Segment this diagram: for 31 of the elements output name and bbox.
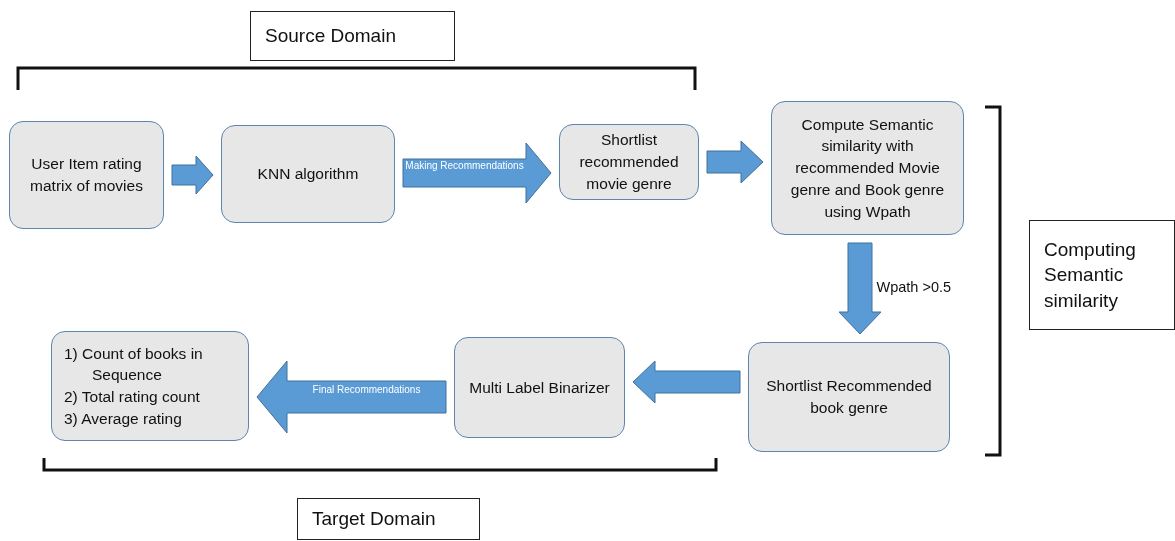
label-box [250,11,455,61]
list-item: 2) Total rating count [64,387,200,407]
label-box [297,498,480,540]
node-text: Source Domain [265,24,396,49]
process-box [51,331,249,441]
block-arrow [171,155,214,195]
block-arrow [706,140,764,184]
node-text: Shortlist Recommended book genre [765,376,933,418]
node-text: User Item rating matrix of movies [29,154,144,196]
node-text: Multi Label Binarizer [469,377,610,398]
block-arrow [838,242,882,335]
process-box [771,101,964,235]
label-box [1029,220,1175,330]
block-arrow [256,360,447,434]
node-text: Target Domain [312,507,436,532]
node-text: KNN algorithm [257,164,359,185]
node-text: Computing Semantic similarity [1044,237,1137,313]
process-box [454,337,625,438]
process-box [748,342,950,452]
process-box [9,121,164,229]
node-text: Shortlist recommended movie genre [578,130,680,194]
node-text: Compute Semantic similarity with recommended Movie genre and Book genre using Wpath [789,114,946,222]
edge-label: Final Recommendations [311,384,422,397]
list-item: 3) Average rating [64,408,182,429]
block-arrow [402,142,552,204]
process-box [221,125,395,223]
list-item: 1) Count of books in Sequence [64,343,204,386]
edge-label: Wpath >0.5 [876,278,952,295]
edge-label: Making Recommendations [404,160,525,173]
block-arrow [632,360,741,404]
process-box [559,124,699,200]
